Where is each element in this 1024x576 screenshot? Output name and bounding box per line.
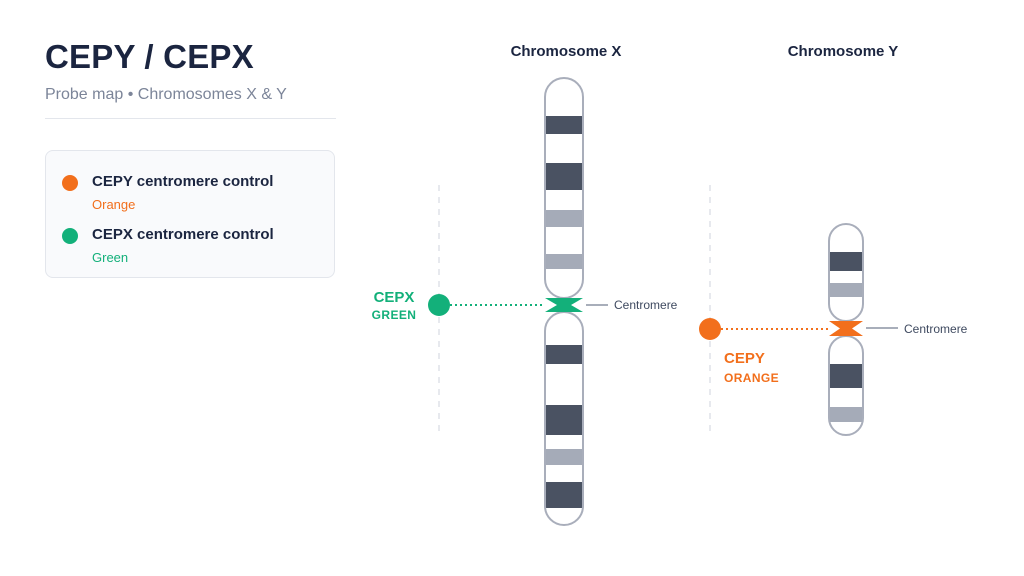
orange-dot-icon	[699, 318, 721, 340]
legend-color-cepy: Orange	[92, 197, 136, 212]
legend-panel: CEPY centromere control Orange CEPX cent…	[45, 150, 335, 278]
green-dot-icon	[62, 228, 78, 244]
band-dark	[545, 345, 583, 364]
chromosome-x	[544, 77, 584, 526]
page-title: CEPY / CEPX	[45, 38, 254, 75]
cepx-probe-color: GREEN	[372, 308, 417, 322]
band-dark	[545, 116, 583, 134]
centromere-y-marker	[829, 321, 863, 336]
cepy-probe-color: ORANGE	[724, 371, 779, 385]
band-dark	[829, 252, 863, 271]
band-light	[829, 407, 863, 422]
cepy-probe-name: CEPY	[724, 350, 765, 367]
chromosome-y	[828, 223, 864, 436]
band-light	[545, 210, 583, 227]
chromosome-x-short-arm	[545, 78, 583, 310]
title-divider	[45, 118, 336, 119]
chromosome-x-long-arm	[545, 300, 583, 525]
band-dark	[829, 364, 863, 388]
band-light	[829, 283, 863, 297]
chromosome-y-title: Chromosome Y	[788, 43, 899, 60]
band-light	[545, 254, 583, 269]
legend-color-cepx: Green	[92, 250, 129, 265]
centromere-x-label: Centromere	[614, 298, 678, 312]
band-light	[545, 449, 583, 465]
legend-label-cepy: CEPY centromere control	[92, 173, 274, 190]
centromere-x-marker	[545, 298, 583, 312]
chromosome-x-title: Chromosome X	[511, 43, 622, 60]
band-dark	[545, 163, 583, 190]
orange-dot-icon	[62, 175, 78, 191]
band-dark	[545, 482, 583, 508]
centromere-y-label: Centromere	[904, 322, 968, 336]
band-dark	[545, 405, 583, 435]
legend-label-cepx: CEPX centromere control	[92, 226, 274, 243]
green-dot-icon	[428, 294, 450, 316]
page-subtitle: Probe map • Chromosomes X & Y	[45, 86, 287, 103]
cepx-probe-name: CEPX	[374, 289, 415, 306]
